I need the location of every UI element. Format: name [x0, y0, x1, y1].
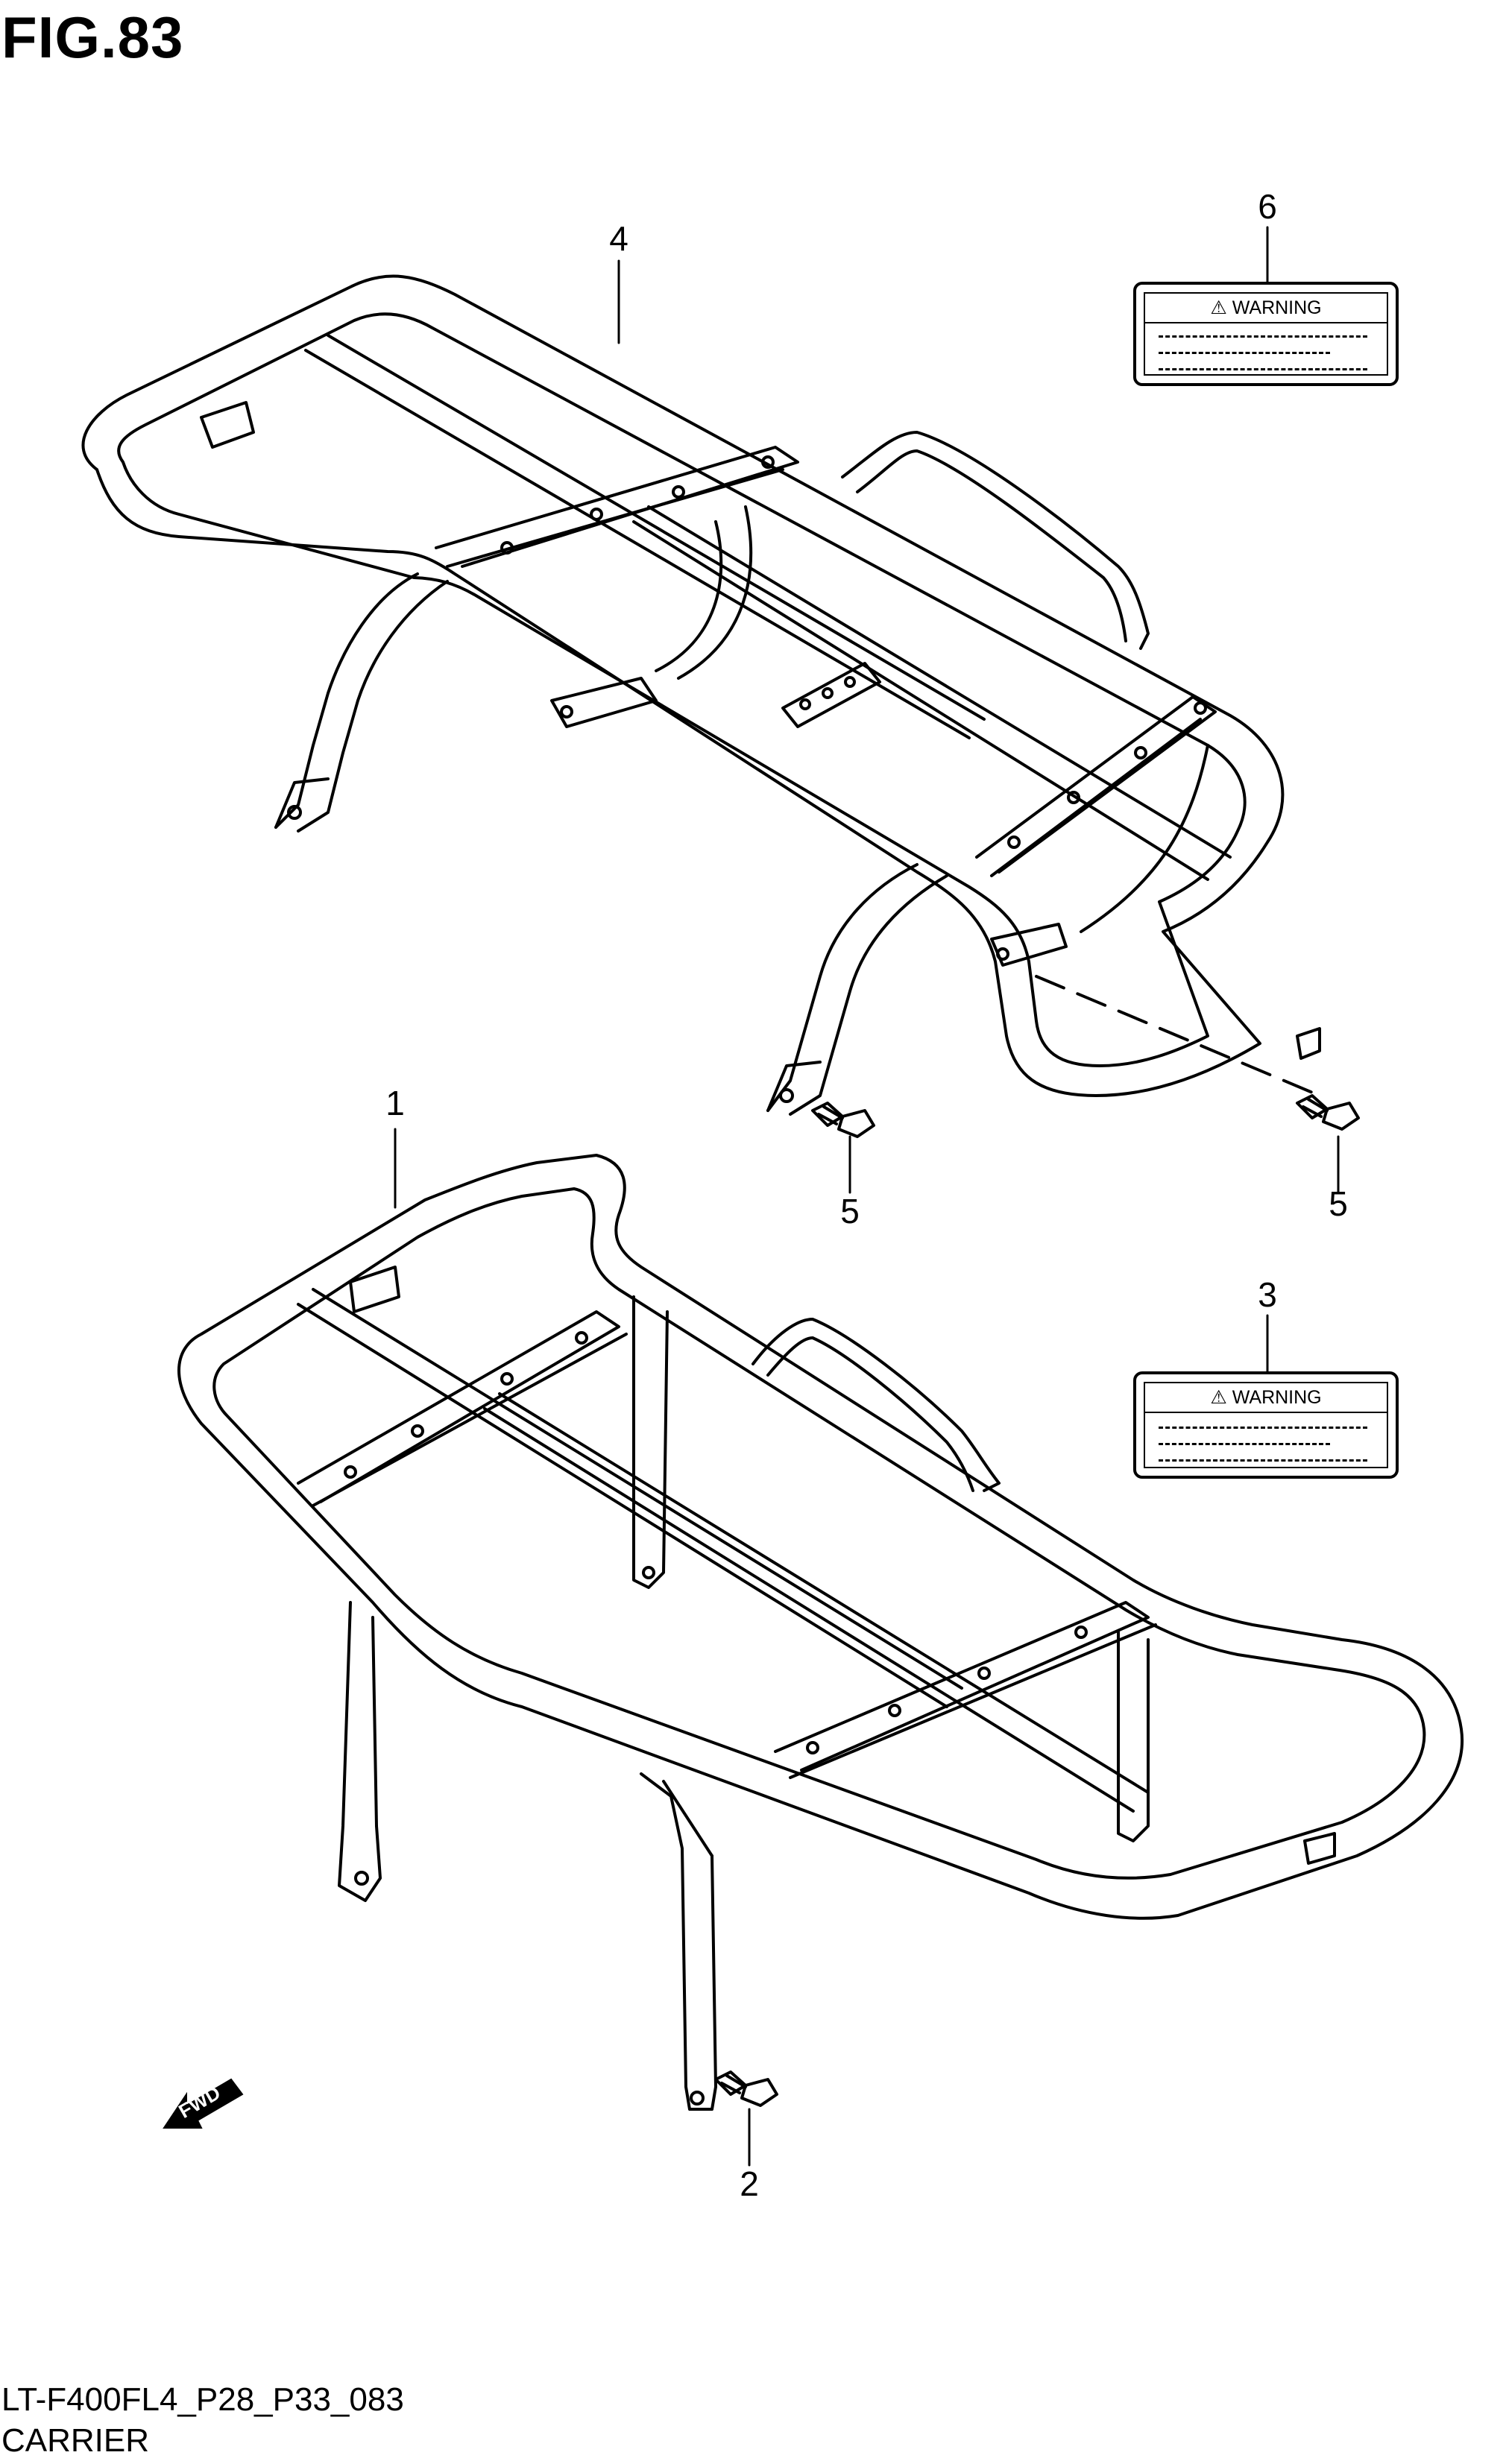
figure-code: LT-F400FL4_P28_P33_083	[1, 2381, 404, 2418]
callout-part-3: 3	[1258, 1275, 1277, 1314]
callout-part-6: 6	[1258, 187, 1277, 226]
callout-part-1: 1	[385, 1084, 405, 1122]
bolt-part-5b	[1296, 1094, 1360, 1131]
bolt-part-2	[714, 2070, 778, 2107]
warning-triangle-icon: ⚠	[1210, 1387, 1227, 1408]
rear-carrier-part-4	[81, 274, 1321, 1116]
warning-label-part-3: ⚠ WARNING	[1133, 1371, 1399, 1479]
leader-lines	[394, 226, 1340, 2167]
callout-part-5a: 5	[840, 1192, 860, 1231]
warning-triangle-icon: ⚠	[1210, 297, 1227, 318]
warning-label-text: WARNING	[1232, 297, 1322, 318]
forward-arrow-icon: FWD	[163, 2078, 244, 2129]
bolt-part-5a	[811, 1102, 875, 1138]
figure-name: CARRIER	[1, 2422, 150, 2459]
front-carrier-part-1	[177, 1154, 1464, 2111]
callout-part-2: 2	[740, 2164, 759, 2203]
figure-title: FIG.83	[1, 4, 184, 70]
warning-label-part-6: ⚠ WARNING	[1133, 282, 1399, 386]
callout-part-5b: 5	[1329, 1184, 1348, 1223]
warning-label-text: WARNING	[1232, 1387, 1322, 1408]
callout-part-4: 4	[609, 219, 628, 258]
